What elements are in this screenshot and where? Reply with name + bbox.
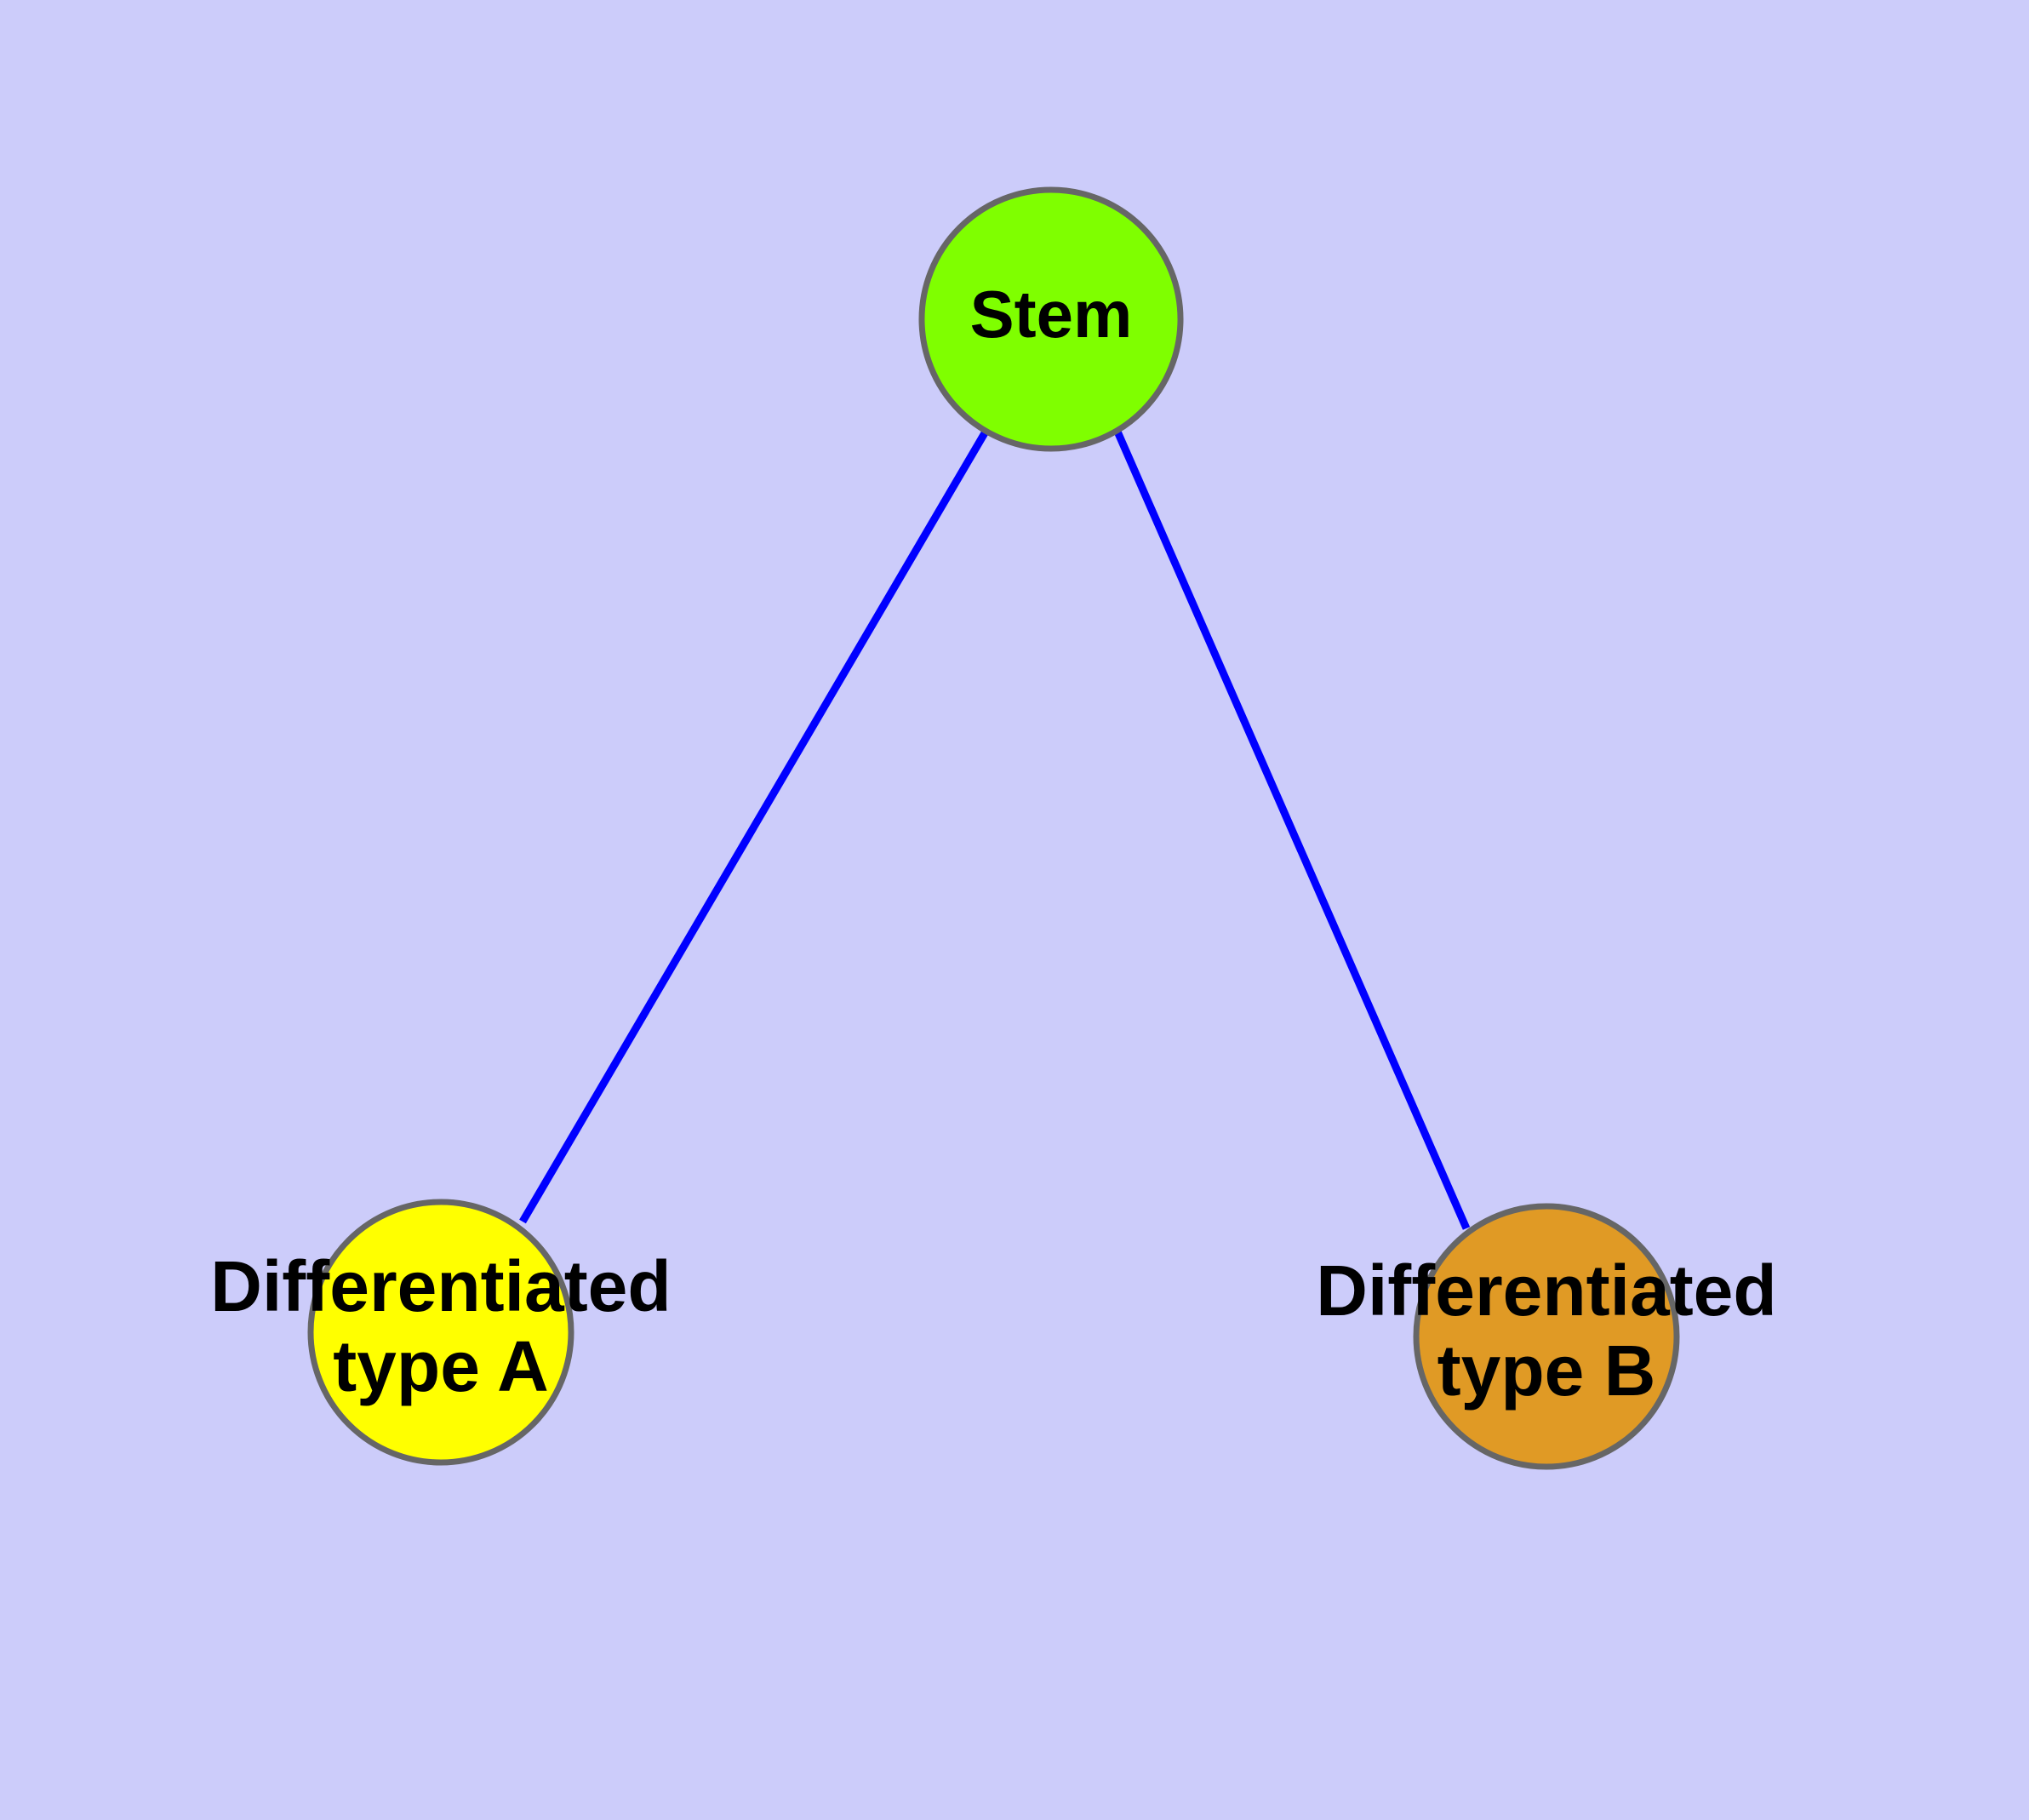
- node-label-line: type B: [1437, 1331, 1656, 1411]
- node-label-line: Differentiated: [1316, 1251, 1776, 1331]
- node-label-line: Differentiated: [210, 1246, 671, 1326]
- edges-layer: [519, 429, 1471, 1230]
- node-circle-diff_a[interactable]: [307, 1199, 574, 1466]
- node-stem[interactable]: [918, 186, 1184, 452]
- edge-stem-diff-b[interactable]: [1113, 430, 1471, 1230]
- edge-stem-diff-a[interactable]: [519, 429, 989, 1224]
- node-label-line: Stem: [970, 277, 1133, 352]
- node-diff_a[interactable]: [307, 1199, 574, 1466]
- node-circle-diff_b[interactable]: [1413, 1203, 1680, 1470]
- node-label-line: type A: [333, 1326, 549, 1406]
- node-label-stem: Stem: [970, 277, 1133, 352]
- node-diff_b[interactable]: [1413, 1203, 1680, 1470]
- node-circle-stem[interactable]: [918, 186, 1184, 452]
